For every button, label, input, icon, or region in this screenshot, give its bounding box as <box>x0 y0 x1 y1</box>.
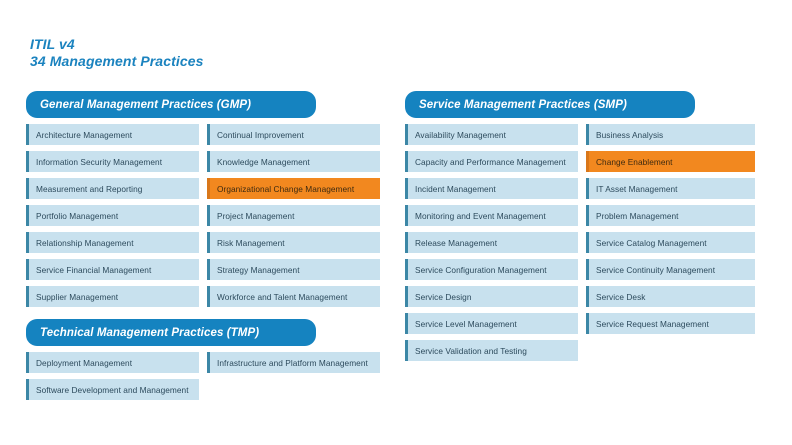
practice-cell[interactable]: Service Continuity Management <box>586 259 755 280</box>
practice-cell[interactable]: Service Configuration Management <box>405 259 578 280</box>
practice-cell[interactable]: Service Request Management <box>586 313 755 334</box>
practice-cell[interactable]: Project Management <box>207 205 380 226</box>
practice-cell[interactable]: Infrastructure and Platform Management <box>207 352 380 373</box>
practice-cell[interactable]: Portfolio Management <box>26 205 199 226</box>
practice-cell[interactable]: Software Development and Management <box>26 379 199 400</box>
practice-cell[interactable]: Relationship Management <box>26 232 199 253</box>
section-header-tmp: Technical Management Practices (TMP) <box>26 319 316 346</box>
section-service-management-practices: Service Management Practices (SMP) Avail… <box>405 91 755 361</box>
practice-cell[interactable]: IT Asset Management <box>586 178 755 199</box>
practice-cell[interactable]: Availability Management <box>405 124 578 145</box>
practice-cell-highlighted[interactable]: Organizational Change Management <box>207 178 380 199</box>
practice-cell[interactable]: Service Desk <box>586 286 755 307</box>
page-title: ITIL v4 34 Management Practices <box>30 36 204 70</box>
practice-cell[interactable]: Service Validation and Testing <box>405 340 578 361</box>
practice-cell[interactable]: Risk Management <box>207 232 380 253</box>
practice-cell[interactable]: Architecture Management <box>26 124 199 145</box>
page-title-line-1: ITIL v4 <box>30 36 75 52</box>
section-technical-management-practices: Technical Management Practices (TMP) Dep… <box>26 319 380 400</box>
practice-column-tmp-right: Infrastructure and Platform Management <box>207 352 380 400</box>
practice-cell[interactable]: Service Financial Management <box>26 259 199 280</box>
practice-cell[interactable]: Monitoring and Event Management <box>405 205 578 226</box>
section-header-gmp: General Management Practices (GMP) <box>26 91 316 118</box>
practice-cell[interactable]: Business Analysis <box>586 124 755 145</box>
practice-cell[interactable]: Service Design <box>405 286 578 307</box>
practice-cell[interactable]: Strategy Management <box>207 259 380 280</box>
practice-cell[interactable]: Incident Management <box>405 178 578 199</box>
practice-cell[interactable]: Continual Improvement <box>207 124 380 145</box>
page-title-line-2: 34 Management Practices <box>30 53 204 69</box>
practice-cell[interactable]: Knowledge Management <box>207 151 380 172</box>
practice-cell[interactable]: Workforce and Talent Management <box>207 286 380 307</box>
section-general-management-practices: General Management Practices (GMP) Archi… <box>26 91 380 307</box>
practice-cell[interactable]: Capacity and Performance Management <box>405 151 578 172</box>
practice-cell[interactable]: Supplier Management <box>26 286 199 307</box>
practice-cell[interactable]: Service Catalog Management <box>586 232 755 253</box>
practice-cell[interactable]: Measurement and Reporting <box>26 178 199 199</box>
section-header-smp: Service Management Practices (SMP) <box>405 91 695 118</box>
practice-cell[interactable]: Service Level Management <box>405 313 578 334</box>
practice-cell[interactable]: Information Security Management <box>26 151 199 172</box>
practice-cell[interactable]: Problem Management <box>586 205 755 226</box>
practice-cell[interactable]: Release Management <box>405 232 578 253</box>
practice-cell[interactable]: Deployment Management <box>26 352 199 373</box>
practice-cell-highlighted[interactable]: Change Enablement <box>586 151 755 172</box>
